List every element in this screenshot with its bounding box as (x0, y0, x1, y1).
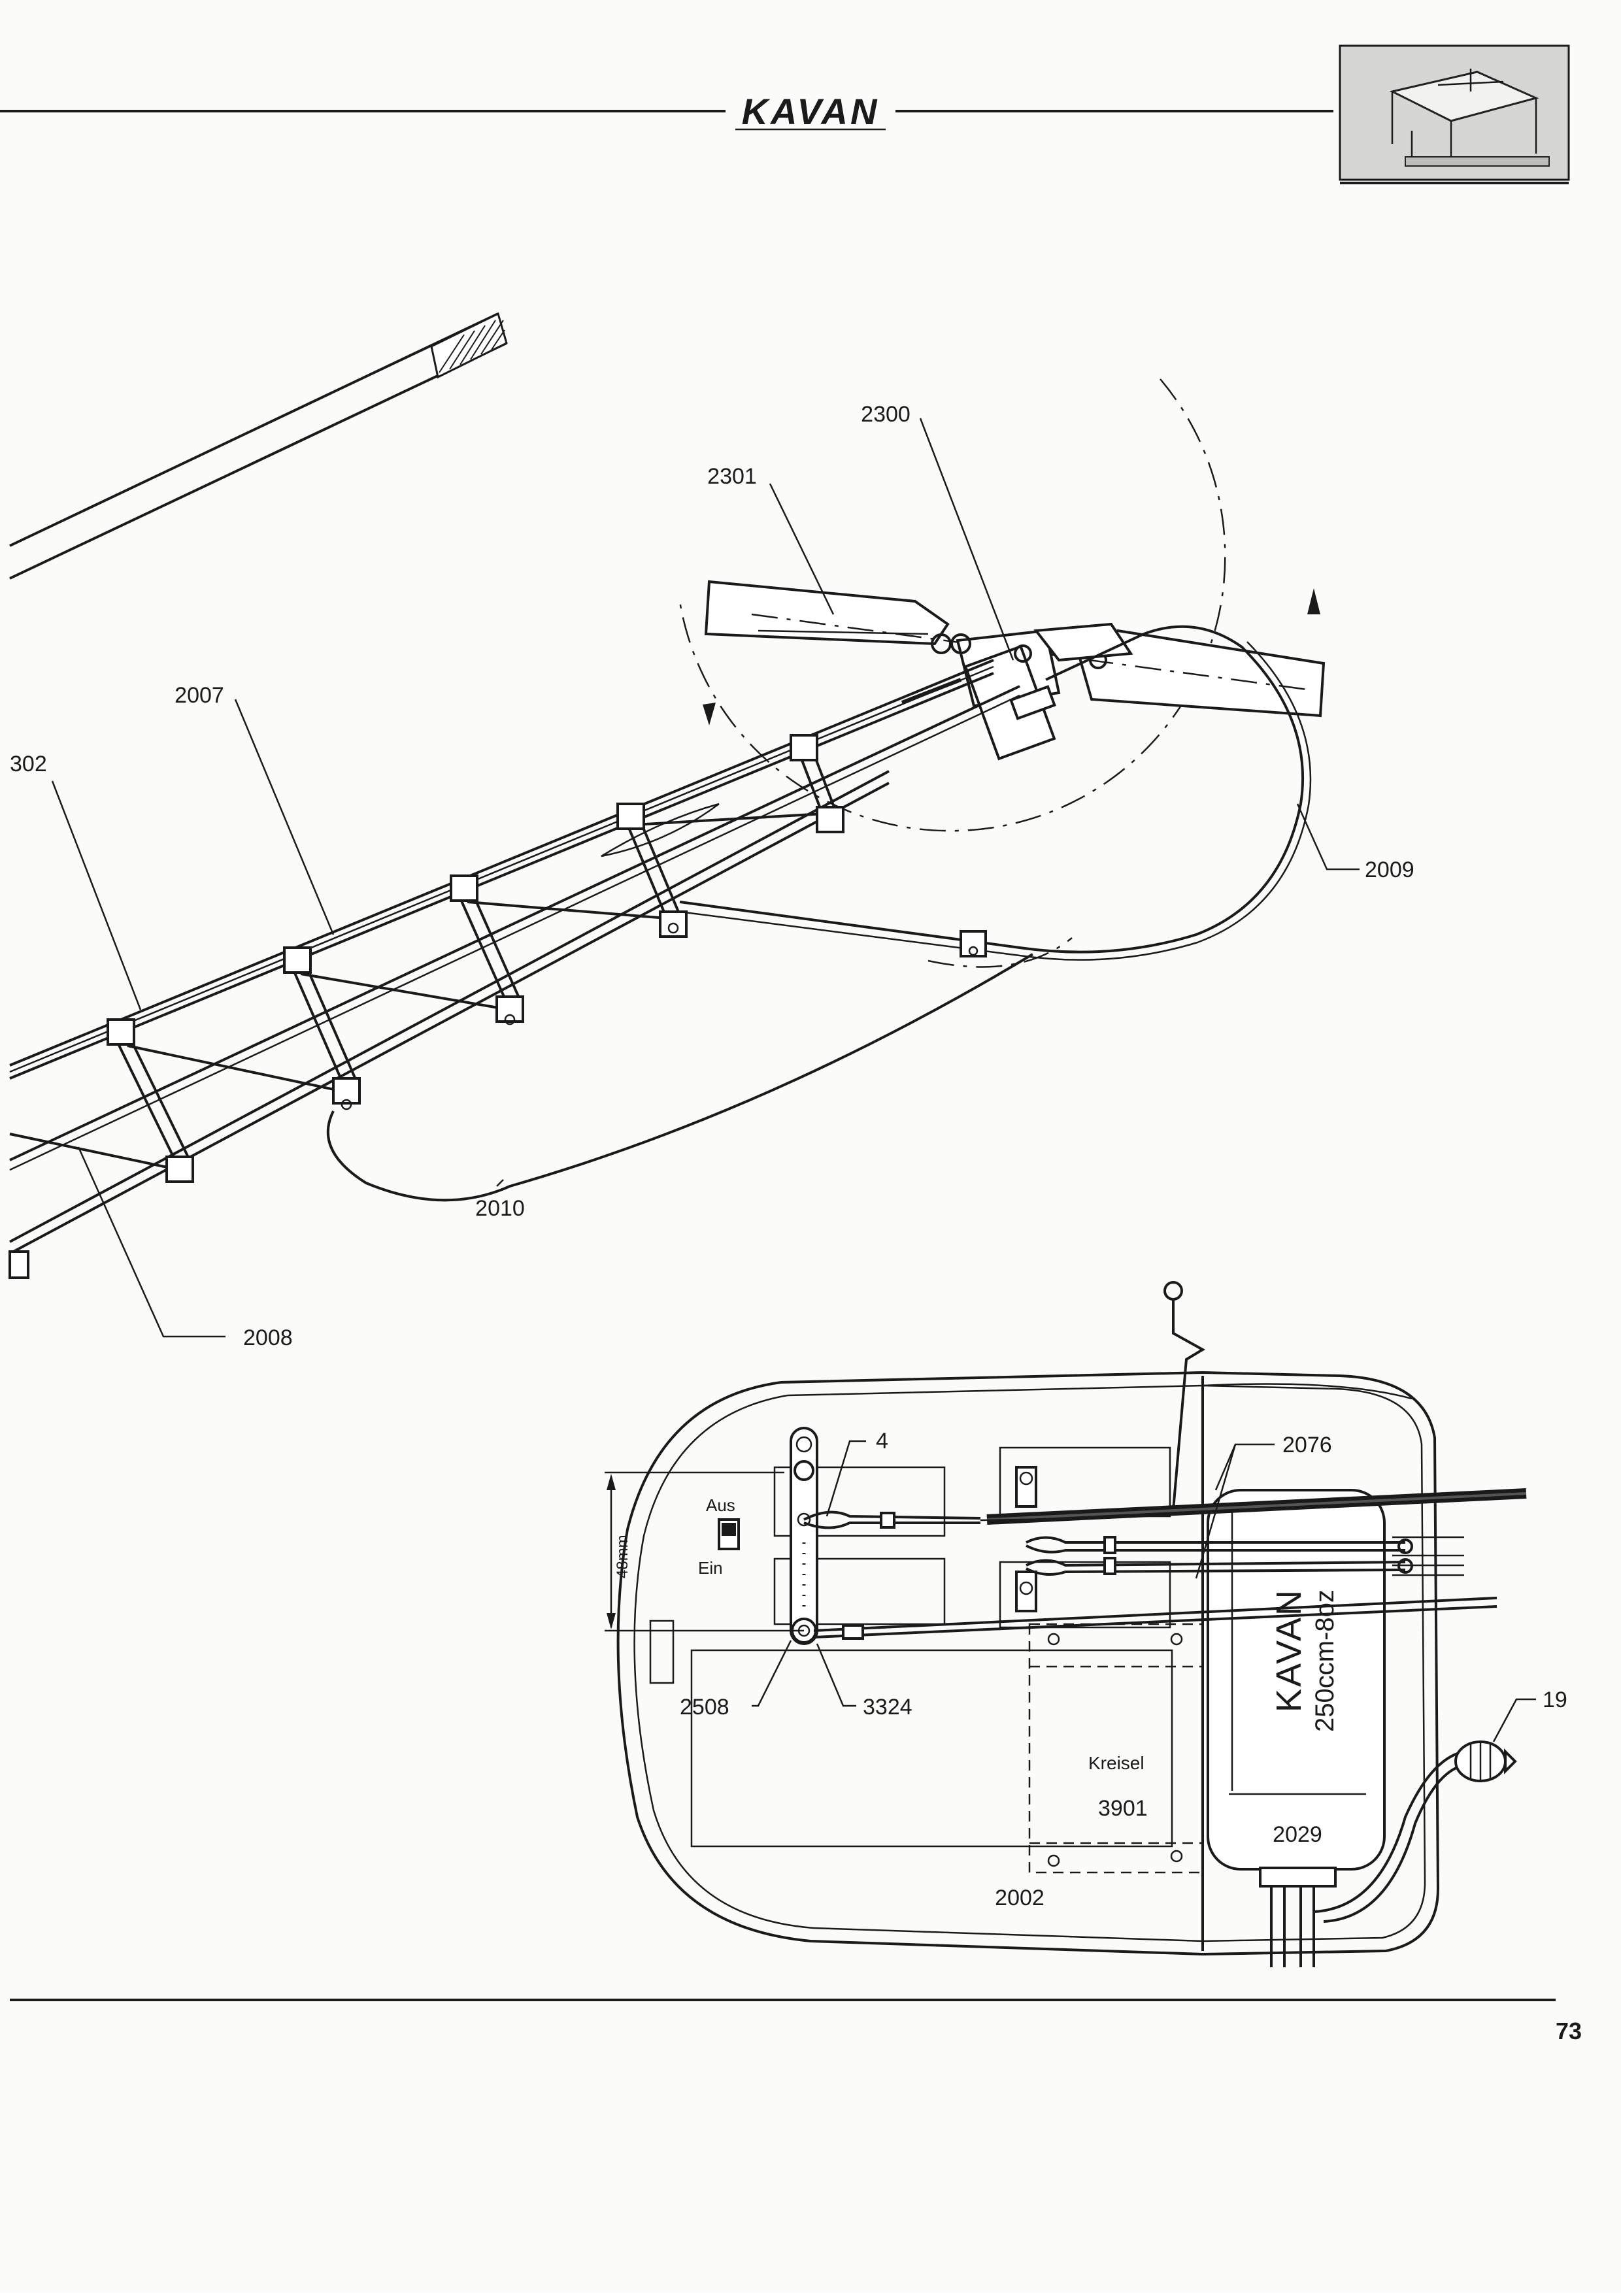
switch-label-ein: Ein (698, 1558, 723, 1578)
tail-rotor-rotation-circle (678, 378, 1226, 832)
label-2002: 2002 (995, 1886, 1044, 1910)
fuselage-diagram: Aus Ein Kreisel 3901 KAVAN 250ccm-8oz 20 (605, 1281, 1567, 1967)
header: KAVAN (0, 44, 1570, 184)
pushrods (803, 1488, 1527, 1640)
charging-socket (649, 1620, 675, 1684)
fuselage-inner (633, 1384, 1426, 1942)
cable-guide-clamp (960, 930, 987, 957)
tail-boom (9, 659, 994, 1080)
label-2008: 2008 (243, 1325, 293, 1350)
rotor-boom-diagram: 2300 2301 2007 302 2009 2010 2008 (8, 312, 1414, 1350)
label-2010: 2010 (475, 1196, 525, 1221)
label-2300: 2300 (861, 402, 911, 427)
control-cable-loop (679, 625, 1305, 954)
servo-arm (790, 1427, 818, 1645)
boom-fin (601, 803, 720, 857)
gyro-dashed-box: Kreisel 3901 (1028, 1623, 1204, 1874)
power-switch[interactable]: Aus Ein (698, 1495, 740, 1578)
fuel-filter (1313, 1740, 1517, 1923)
tank-capacity: 250ccm-8oz (1311, 1589, 1339, 1732)
dimension-48mm: 48mm (605, 1471, 804, 1632)
rotation-arrow-top (1307, 588, 1320, 614)
label-2301: 2301 (707, 464, 757, 489)
antenna-wire (1163, 1281, 1205, 1510)
label-302: 302 (10, 752, 47, 776)
vertical-fin-outline (326, 953, 1034, 1202)
brand-logo: KAVAN (742, 91, 880, 132)
switch-label-aus: Aus (706, 1495, 735, 1515)
receiver-box (690, 1649, 1173, 1848)
control-cable-loop-inner (679, 641, 1312, 961)
dimension-label: 48mm (614, 1535, 631, 1578)
fuselage-outer (616, 1371, 1440, 1956)
label-2007: 2007 (175, 683, 224, 708)
page-number: 73 (1556, 2018, 1582, 2044)
footer: 73 (10, 1999, 1582, 2044)
workbench-thumbnail-icon (1339, 44, 1570, 184)
label-2009: 2009 (1365, 857, 1414, 882)
boom-clamps (8, 734, 844, 1279)
label-2508: 2508 (680, 1695, 729, 1720)
label-19: 19 (1543, 1688, 1567, 1712)
rotation-arrow-left (703, 703, 716, 725)
label-2029: 2029 (1273, 1822, 1322, 1847)
rotor-leader-lines (51, 418, 1360, 1338)
rotor-callouts: 2300 2301 2007 302 2009 2010 2008 (10, 402, 1414, 1350)
main-rotor-blade (9, 312, 508, 580)
lower-longeron (9, 685, 1020, 1255)
label-3324: 3324 (863, 1695, 912, 1720)
label-4: 4 (876, 1429, 888, 1454)
fuselage-callouts: 4 2076 2508 3324 2002 19 (680, 1429, 1567, 1910)
fuel-tank: KAVAN 250ccm-8oz 2029 (1207, 1489, 1386, 1967)
label-2076: 2076 (1282, 1433, 1332, 1457)
gyro-label: Kreisel (1088, 1753, 1145, 1773)
fuselage-leader-lines (752, 1440, 1536, 1742)
label-3901: 3901 (1098, 1796, 1148, 1821)
